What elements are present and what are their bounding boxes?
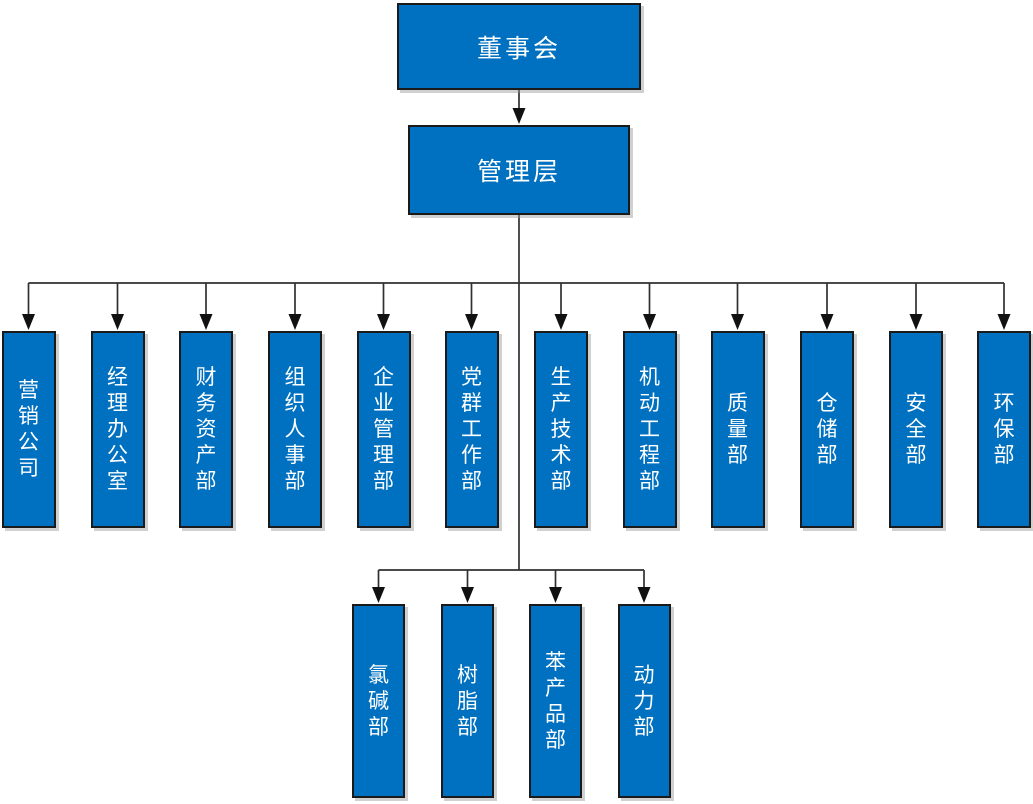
box-subdept-power: 动力部 xyxy=(617,604,671,798)
box-label: 树脂部 xyxy=(457,662,478,739)
box-label: 氯碱部 xyxy=(368,662,389,739)
arrowhead-down-icon xyxy=(997,314,1011,330)
arrowhead-down-icon xyxy=(554,314,568,330)
box-management: 管理层 xyxy=(408,125,630,215)
box-dept-organization-personnel: 组织人事部 xyxy=(268,331,322,528)
arrowhead-down-icon xyxy=(288,314,302,330)
box-label: 机动工程部 xyxy=(639,365,660,493)
box-label: 安全部 xyxy=(905,391,927,467)
box-label: 企业管理部 xyxy=(373,365,394,493)
box-label: 经理办公室 xyxy=(107,365,128,493)
arrowhead-down-icon xyxy=(111,314,124,330)
arrowhead-down-icon xyxy=(909,314,923,330)
box-dept-quality: 质量部 xyxy=(710,331,765,528)
arrowhead-down-icon xyxy=(199,314,213,330)
box-label: 质量部 xyxy=(727,391,748,467)
arrowhead-down-icon xyxy=(377,314,390,330)
arrowhead-down-icon xyxy=(643,314,656,330)
box-label: 仓储部 xyxy=(816,391,838,467)
box-dept-environmental-protection: 环保部 xyxy=(977,331,1031,528)
arrowhead-down-icon xyxy=(731,314,744,330)
box-label: 营销公司 xyxy=(18,378,39,480)
box-label: 财务资产部 xyxy=(195,365,217,493)
arrowhead-down-icon xyxy=(461,587,474,603)
box-dept-production-technology: 生产技术部 xyxy=(534,331,588,528)
box-dept-warehousing: 仓储部 xyxy=(800,331,854,528)
box-subdept-benzene-products: 苯产品部 xyxy=(529,604,582,798)
arrowhead-down-icon xyxy=(637,587,651,603)
box-label: 党群工作部 xyxy=(461,365,482,493)
box-dept-manager-office: 经理办公室 xyxy=(90,331,145,528)
box-subdept-chlor-alkali: 氯碱部 xyxy=(352,604,405,798)
arrowhead-down-icon xyxy=(549,587,562,603)
arrowhead-down-icon xyxy=(465,314,478,330)
box-dept-enterprise-management: 企业管理部 xyxy=(356,331,411,528)
box-dept-marketing-company: 营销公司 xyxy=(1,331,56,528)
box-label: 组织人事部 xyxy=(284,365,306,493)
box-subdept-resin: 树脂部 xyxy=(441,604,494,798)
box-label: 董事会 xyxy=(476,33,561,63)
arrowhead-down-icon xyxy=(820,314,834,330)
box-dept-safety: 安全部 xyxy=(889,331,943,528)
arrowhead-down-icon xyxy=(372,587,385,603)
box-label: 环保部 xyxy=(993,391,1015,467)
box-label: 生产技术部 xyxy=(550,365,572,493)
box-dept-finance-assets: 财务资产部 xyxy=(179,331,233,528)
box-dept-mechanical-engineering: 机动工程部 xyxy=(622,331,677,528)
arrowhead-down-icon xyxy=(22,314,35,330)
box-label: 苯产品部 xyxy=(545,649,566,752)
box-label: 管理层 xyxy=(476,157,561,186)
box-dept-party-mass-work: 党群工作部 xyxy=(444,331,499,528)
arrowhead-down-icon xyxy=(512,108,526,124)
box-label: 动力部 xyxy=(633,662,655,739)
box-board-of-directors: 董事会 xyxy=(397,3,641,90)
